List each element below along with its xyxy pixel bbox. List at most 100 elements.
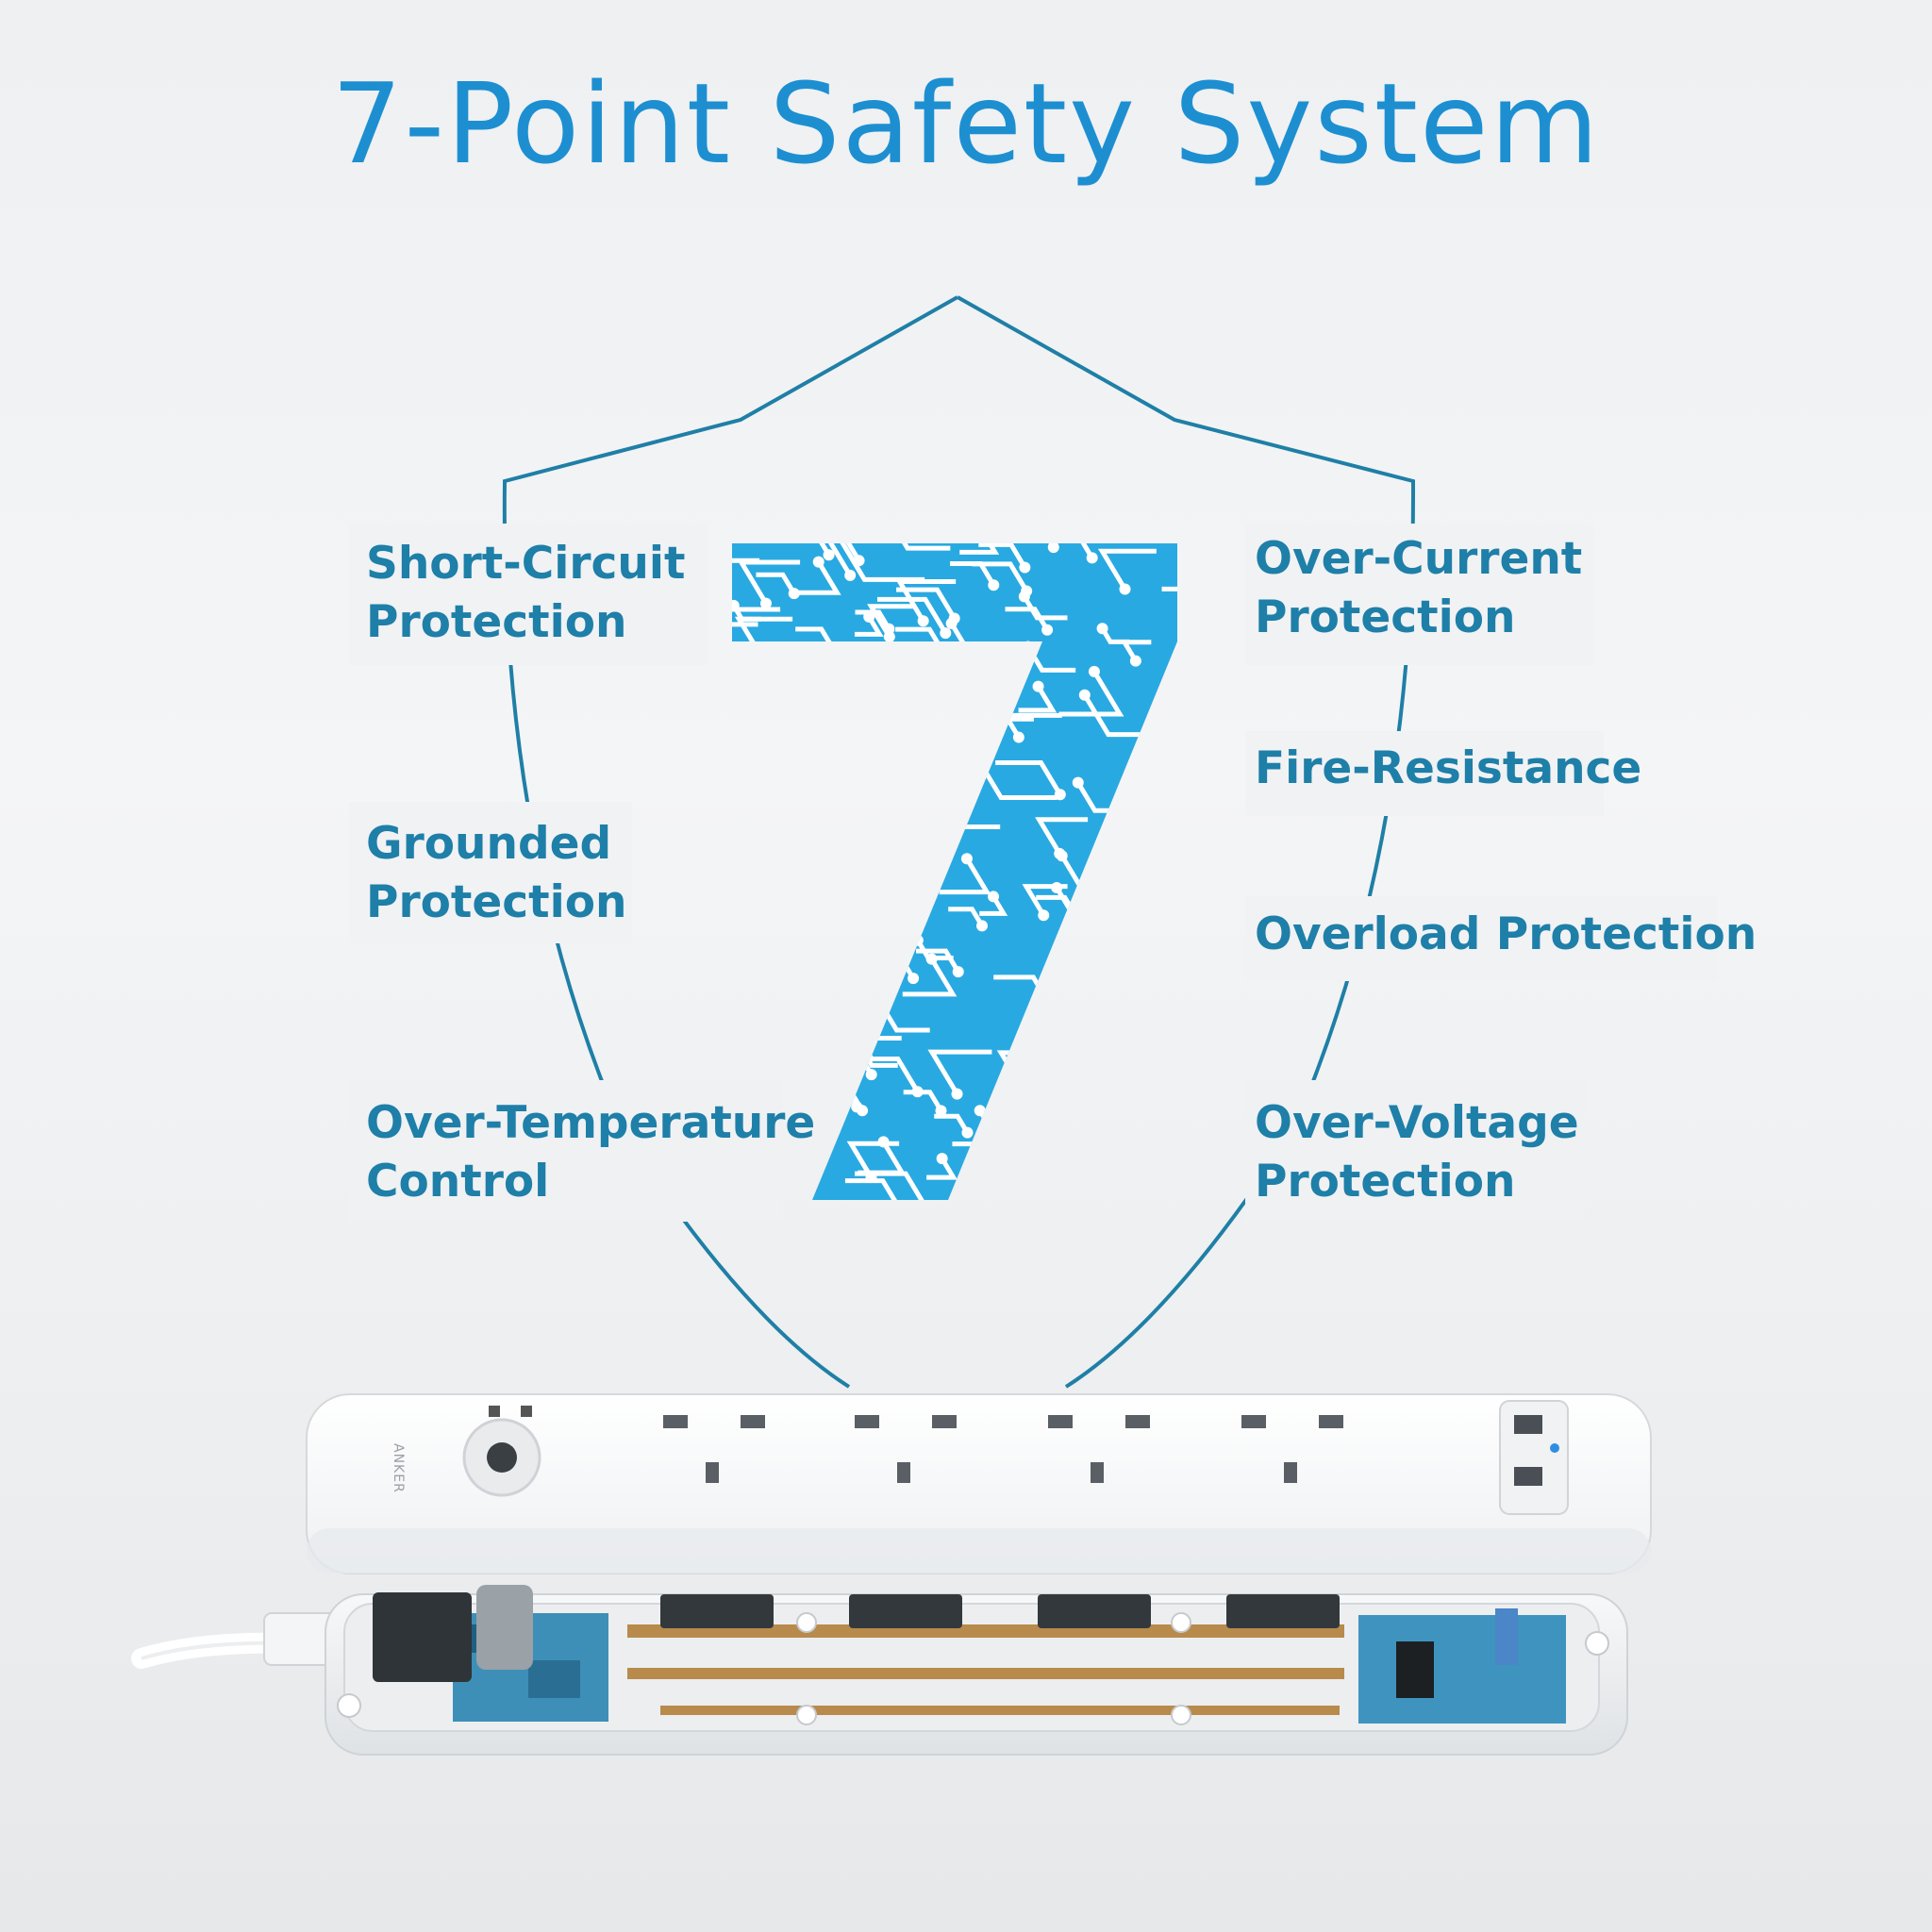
circuit-node: [936, 1153, 948, 1165]
circuit-trace: [1146, 516, 1179, 532]
circuit-node: [834, 532, 845, 543]
circuit-node: [749, 1044, 761, 1057]
circuit-node: [1104, 983, 1116, 995]
feature-line: Protection: [1255, 1156, 1516, 1208]
circuit-trace: [1167, 746, 1177, 777]
feature-overload: Overload Protection: [1255, 906, 1757, 964]
circuit-trace: [1035, 817, 1089, 856]
circuit-trace: [837, 543, 925, 582]
circuit-trace: [1050, 543, 1094, 559]
circuit-node: [1054, 847, 1066, 859]
circuit-trace: [855, 609, 891, 631]
circuit-trace: [801, 1057, 836, 1081]
circuit-node: [911, 934, 924, 946]
feature-line: Protection: [366, 596, 627, 648]
circuit-node: [666, 714, 677, 725]
circuit-node: [1215, 770, 1226, 781]
circuit-node: [1038, 1130, 1050, 1142]
feature-fire-resistance: Fire-Resistance: [1255, 740, 1641, 798]
feature-over-temperature: Over-Temperature Control: [366, 1094, 815, 1211]
circuit-node: [855, 1041, 867, 1053]
circuit-trace: [876, 596, 948, 635]
circuit-node: [1088, 665, 1100, 677]
circuit-trace: [948, 907, 985, 927]
circuit-node: [1162, 717, 1174, 729]
circuit-node: [944, 796, 957, 808]
circuit-trace: [1005, 607, 1050, 632]
feature-line: Over-Temperature: [366, 1097, 816, 1149]
circuit-trace: [849, 682, 885, 708]
circuit-node: [864, 775, 876, 788]
circuit-trace: [846, 1141, 900, 1179]
circuit-trace: [1121, 833, 1177, 874]
shield-outline: [502, 295, 1416, 1389]
circuit-trace: [808, 543, 851, 557]
circuit-node: [833, 716, 845, 728]
feature-line: Over-Voltage: [1255, 1097, 1579, 1149]
circuit-trace: [765, 833, 841, 874]
circuit-trace: [786, 749, 823, 770]
circuit-trace: [1136, 759, 1177, 785]
circuit-trace: [995, 759, 1062, 796]
circuit-node: [863, 610, 875, 623]
circuit-trace: [856, 763, 883, 783]
circuit-node: [690, 925, 701, 937]
feature-line: Over-Current: [1255, 533, 1583, 585]
circuit-node: [1190, 924, 1201, 936]
circuit-node: [1112, 927, 1124, 940]
circuit-node: [876, 1001, 889, 1013]
circuit-node: [893, 1202, 905, 1213]
circuit-trace: [829, 897, 880, 924]
circuit-trace: [838, 946, 875, 968]
circuit-node: [715, 969, 726, 980]
circuit-trace: [1133, 1016, 1166, 1035]
circuit-node: [1111, 1003, 1124, 1015]
circuit-trace: [1051, 1178, 1117, 1200]
circuit-trace: [732, 973, 791, 1011]
circuit-trace: [815, 759, 849, 785]
circuit-trace: [833, 840, 860, 859]
circuit-trace: [972, 561, 1029, 592]
circuit-node: [961, 1126, 974, 1139]
circuit-trace: [1092, 1117, 1174, 1160]
circuit-trace: [939, 858, 991, 895]
circuit-node: [1111, 862, 1124, 874]
circuit-node: [960, 853, 973, 865]
circuit-node: [973, 669, 985, 681]
circuit-node: [823, 549, 835, 561]
circuit-node: [841, 723, 853, 735]
circuit-node: [759, 597, 772, 609]
circuit-trace: [673, 893, 726, 931]
circuit-trace: [854, 615, 884, 637]
circuit-trace: [776, 983, 837, 1026]
circuit-node: [1145, 828, 1158, 841]
circuit-node: [886, 774, 898, 786]
circuit-trace: [812, 947, 850, 968]
circuit-node: [1012, 731, 1024, 743]
circuit-node: [925, 791, 938, 804]
circuit-node: [840, 871, 852, 883]
circuit-trace: [853, 946, 916, 980]
circuit-node: [1096, 623, 1108, 635]
circuit-trace: [811, 862, 848, 890]
circuit-node: [803, 978, 815, 991]
circuit-node: [844, 569, 857, 581]
circuit-trace: [1188, 524, 1208, 538]
power-strip-lid: [306, 1393, 1652, 1574]
circuit-trace: [763, 1015, 826, 1060]
circuit-trace: [821, 943, 885, 978]
power-strip-base: [131, 1585, 1628, 1756]
circuit-node: [929, 847, 941, 859]
circuit-node: [775, 1003, 788, 1015]
circuit-node: [1051, 881, 1063, 893]
circuit-node: [775, 1002, 788, 1014]
circuit-node: [1072, 776, 1084, 789]
circuit-node: [1172, 776, 1177, 789]
circuit-node: [1116, 1212, 1127, 1224]
circuit-trace: [732, 673, 744, 706]
circuit-trace: [775, 543, 853, 577]
circuit-node: [1015, 1172, 1027, 1184]
circuit-node: [791, 715, 804, 727]
circuit-node: [1163, 988, 1175, 1000]
